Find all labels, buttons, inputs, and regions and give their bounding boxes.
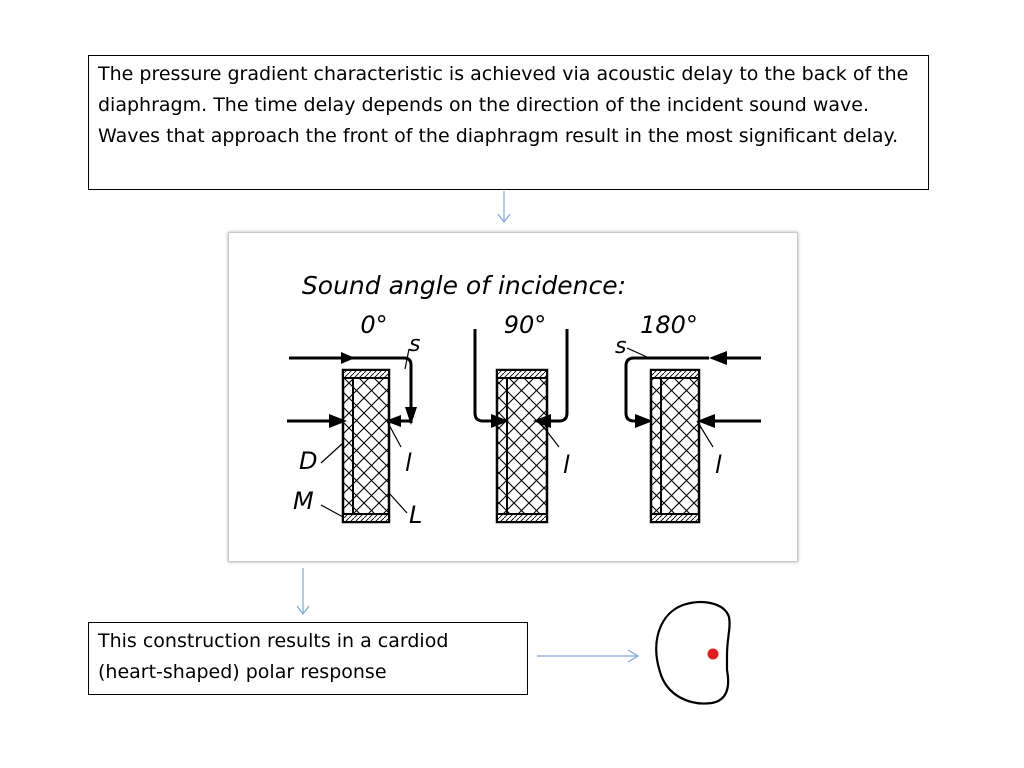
description-box-top: The pressure gradient characteristic is … [88, 55, 929, 190]
label-s-left: s [409, 332, 420, 357]
capsule-90-degree: l [473, 329, 570, 524]
angle-label-90: 90° [504, 311, 547, 339]
right-arrow-icon [537, 649, 640, 663]
label-l-mid: l [563, 451, 570, 479]
sound-incidence-diagram: Sound angle of incidence: 0° 90° 180° [287, 271, 761, 529]
angle-label-0: 0° [360, 311, 387, 339]
cardioid-polar-icon [655, 601, 731, 705]
label-l-right: l [715, 451, 722, 479]
label-l-left: l [405, 449, 412, 477]
down-arrow-icon [296, 568, 310, 615]
capsule-180-degree: s l [615, 334, 761, 524]
microphone-diagram-panel: Sound angle of incidence: 0° 90° 180° [228, 232, 798, 562]
label-s-right: s [615, 334, 626, 359]
diagram-title: Sound angle of incidence: [302, 271, 626, 300]
label-L: L [409, 501, 422, 529]
label-D: D [299, 447, 317, 475]
cardioid-origin-point [707, 648, 719, 660]
description-text-bottom: This construction results in a cardiod (… [98, 630, 449, 683]
description-text-top: The pressure gradient characteristic is … [98, 63, 909, 147]
capsule-0-degree: s l D M L [287, 332, 422, 529]
label-M: M [293, 487, 314, 515]
angle-label-180: 180° [640, 311, 698, 339]
description-box-bottom: This construction results in a cardiod (… [88, 622, 528, 695]
down-arrow-icon [497, 191, 511, 223]
